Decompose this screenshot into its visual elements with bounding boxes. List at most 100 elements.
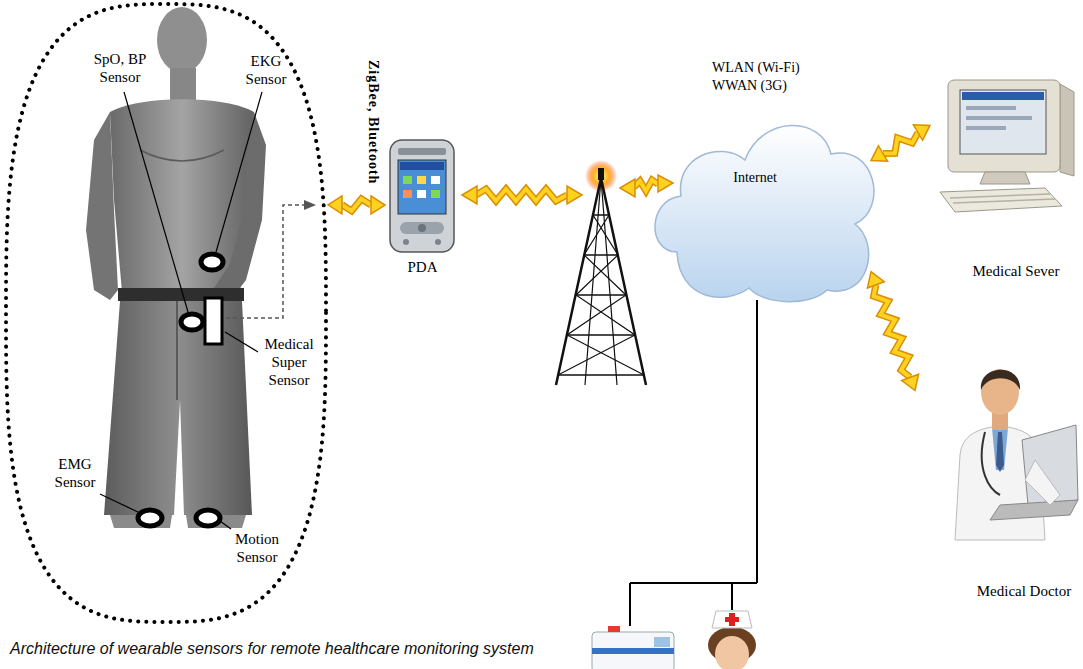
dashed-arrow [226,200,316,318]
human-figure [86,7,266,528]
doctor-figure [1022,425,1078,505]
dashed-arrow [226,205,306,318]
human-figure [104,301,252,515]
arrow-head [871,146,888,161]
human-figure [86,112,118,300]
pda-device [398,160,446,214]
cloud-outline [645,100,871,302]
ellipse-outline [4,2,328,624]
pda-node: PDA [385,138,463,280]
ambulance-icon [608,626,620,632]
wireless-link [634,180,658,191]
radio-tower [556,178,646,385]
leader-line [220,521,231,529]
sensor-symbol [201,254,223,270]
pda-device [400,162,444,170]
sensor-label: Motion Sensor [230,530,284,566]
wireless-link [620,179,635,197]
doctor-figure [996,432,1004,472]
pda-device [418,224,426,232]
arrow-head [902,374,919,390]
wireless-link [476,189,567,201]
cloud-label: Internet [705,170,805,187]
server-computer [966,116,1032,120]
server-computer [940,188,1062,212]
caption: Architecture of wearable sensors for rem… [10,640,534,658]
radio-tower [585,160,617,192]
doctor-figure [982,432,1000,495]
protocol-label: ZigBee, Bluetooth [364,60,381,184]
medical-doctor-node: Medical Doctor [915,350,1079,603]
wireless-link [567,186,582,204]
radio-tower [598,168,604,180]
doctor-figure [981,370,1020,390]
internet-cloud: Internet [645,100,871,302]
sensor-symbol [181,314,203,330]
pda-device [431,190,440,198]
doctor-figure [955,369,1078,540]
server-computer [962,92,1044,100]
server-computer [950,194,1055,203]
nurse-icon [715,636,749,669]
wireless-link [634,180,658,191]
wireless-link [883,133,918,154]
sensor-label: EMG Sensor [48,455,102,491]
server-computer [940,80,1074,212]
sensor-label: SpO, BP Sensor [84,50,156,86]
network-label: WWAN (3G) [712,78,787,95]
network-wire [630,582,757,584]
sensor-label: EKG Sensor [236,52,296,88]
leader-line [216,92,262,252]
network-wire [731,583,733,610]
wireless-link [874,285,910,378]
doctor-label: Medical Doctor [972,582,1076,600]
server-computer [948,80,1060,172]
nurse-icon [712,611,752,628]
wireless-link [462,186,477,204]
human-figure [170,68,196,104]
body-area-network: SpO, BP SensorEKG SensorMedical Super Se… [4,2,328,624]
server-label: Medical Sever [958,262,1074,280]
pda-device [403,176,412,184]
sensor-symbol [205,298,222,344]
nurse-icon [708,611,756,669]
pda-device [403,239,409,245]
wireless-link [658,175,673,192]
pda-device [435,239,441,245]
wireless-link [871,125,930,161]
wireless-link [867,272,918,391]
arrow-head [867,272,884,288]
arrow-head [913,125,930,140]
server-computer [966,106,1016,110]
pda-device [403,190,412,198]
radio-tower [558,215,644,375]
server-computer [980,172,1030,184]
sensor-symbol [138,254,223,526]
server-computer [966,126,1006,130]
pda-device [417,176,426,184]
cloud-outline [655,125,874,301]
doctor-figure [1025,460,1060,505]
leader-line [225,332,258,352]
human-figure [140,150,224,161]
arrow-head [371,196,385,214]
leader-line [124,92,188,312]
wireless-link [342,199,371,211]
ambulance-icon [592,626,674,669]
pda-device [398,148,446,155]
wireless-link [883,133,918,154]
network-label: WLAN (Wi-Fi) [712,60,800,77]
wireless-link [462,175,673,204]
ambulance-icon [654,637,670,647]
wireless-link [342,199,371,211]
wireless-link [476,189,567,201]
doctor-figure [990,500,1078,520]
pda-device [417,190,426,198]
network-wire [630,300,757,626]
sensor-symbol [138,510,162,526]
sensor-symbol [196,510,220,526]
leader-line [100,92,262,529]
ambulance-icon [592,632,674,669]
